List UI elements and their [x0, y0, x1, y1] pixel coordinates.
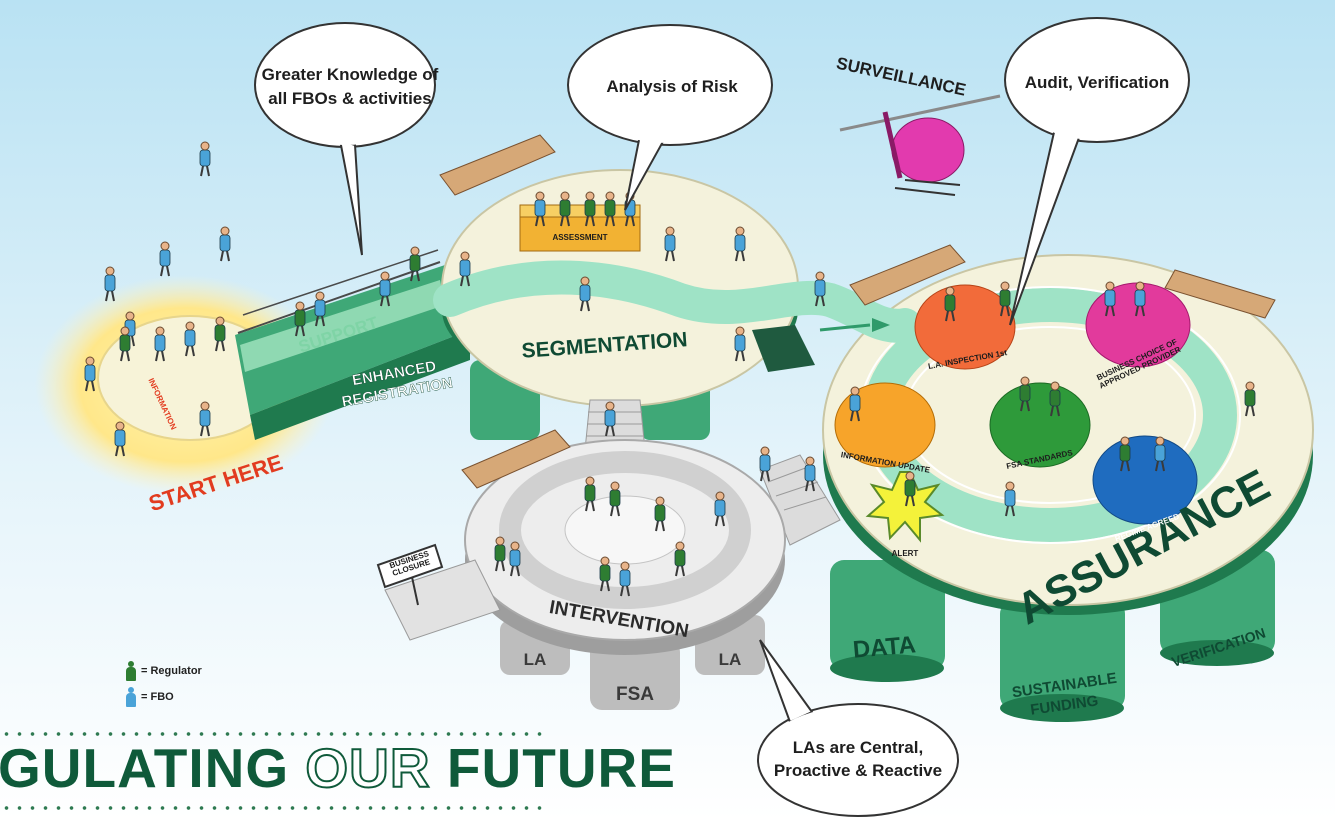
surveillance-helicopter [839, 94, 1001, 196]
bubble-las: LAs are Central, Proactive & Reactive [757, 639, 959, 817]
legend-regulator: = Regulator [125, 658, 255, 684]
person-figure [154, 326, 166, 362]
bubble-risk: Analysis of Risk [567, 24, 773, 211]
footer-banner: GULATING OUR FUTURE [0, 722, 675, 812]
person-figure [609, 481, 621, 517]
person-figure [1154, 436, 1166, 472]
person-figure [604, 191, 616, 227]
person-figure [714, 491, 726, 527]
person-figure [904, 471, 916, 507]
person-figure [559, 191, 571, 227]
bubble-audit: Audit, Verification [1004, 17, 1190, 326]
person-figure [599, 556, 611, 592]
person-figure [999, 281, 1011, 317]
legend-fbo-label: = FBO [141, 691, 174, 703]
person-figure [199, 141, 211, 177]
assessment-label: ASSESSMENT [552, 233, 607, 242]
footer-dots-top [0, 730, 548, 738]
person-figure [734, 326, 746, 362]
person-figure [314, 291, 326, 327]
person-figure [214, 316, 226, 352]
person-figure [1019, 376, 1031, 412]
la-pillar-right: LA [719, 650, 742, 669]
alert-label: ALERT [892, 549, 919, 558]
footer-title-b: OUR [304, 736, 431, 800]
person-figure [579, 276, 591, 312]
person-figure [814, 271, 826, 307]
bubble-risk-text: Analysis of Risk [606, 77, 738, 96]
exit-ramp [384, 559, 501, 641]
person-figure [114, 421, 126, 457]
person-figure [654, 496, 666, 532]
footer-dots-bottom [0, 804, 548, 812]
footer-title-c: FUTURE [430, 737, 676, 799]
person-figure [1119, 436, 1131, 472]
person-figure [804, 456, 816, 492]
fsa-pillar: FSA [616, 684, 654, 705]
person-figure [459, 251, 471, 287]
path-arrow-head [872, 318, 890, 332]
bubble-las-line2: Proactive & Reactive [774, 761, 942, 780]
person-figure [944, 286, 956, 322]
person-figure [159, 241, 171, 277]
main-path [433, 260, 922, 343]
person-figure [1244, 381, 1256, 417]
person-figure [849, 386, 861, 422]
stairs-to-intervention [584, 399, 646, 451]
footer-title-a: GULATING [0, 737, 306, 799]
person-figure [409, 246, 421, 282]
fbo-figure-icon [125, 687, 137, 707]
person-figure [674, 541, 686, 577]
person-figure [734, 226, 746, 262]
person-figure [219, 226, 231, 262]
person-figure [584, 476, 596, 512]
person-figure [119, 326, 131, 362]
data-pillar-label: DATA [852, 631, 917, 663]
legend-regulator-label: = Regulator [141, 665, 202, 677]
legend: = Regulator = FBO [125, 658, 255, 718]
person-figure [104, 266, 116, 302]
la-pillar-left: LA [524, 650, 547, 669]
person-figure [534, 191, 546, 227]
person-figure [584, 191, 596, 227]
bubble-knowledge: Greater Knowledge of all FBOs & activiti… [254, 22, 439, 256]
path-arrow [819, 323, 871, 332]
person-figure [759, 446, 771, 482]
person-figure [379, 271, 391, 307]
business-closure-sign [376, 543, 444, 606]
person-figure [294, 301, 306, 337]
person-figure [619, 561, 631, 597]
regulator-figure-icon [125, 661, 137, 681]
bubble-las-line1: LAs are Central, [793, 738, 923, 757]
person-figure [199, 401, 211, 437]
person-figure [664, 226, 676, 262]
bubble-knowledge-line1: Greater Knowledge of [262, 65, 439, 84]
assurance-pillars [830, 550, 1275, 722]
benches [439, 134, 1276, 489]
person-figure [1134, 281, 1146, 317]
alert-burst [865, 471, 945, 543]
person-figure [1049, 381, 1061, 417]
person-figure [509, 541, 521, 577]
intervention-platform [464, 439, 786, 655]
bubble-knowledge-line2: all FBOs & activities [268, 89, 431, 108]
bubble-audit-text: Audit, Verification [1025, 73, 1170, 92]
person-figure [604, 401, 616, 437]
person-figure [184, 321, 196, 357]
person-figure [494, 536, 506, 572]
person-figure [1104, 281, 1116, 317]
legend-fbo: = FBO [125, 684, 255, 710]
person-figure [84, 356, 96, 392]
people-figures [84, 141, 1256, 597]
person-figure [1004, 481, 1016, 517]
trapdoor [752, 325, 815, 372]
enhanced-registration-ramp [235, 249, 470, 440]
footer-title: GULATING OUR FUTURE [0, 736, 676, 800]
